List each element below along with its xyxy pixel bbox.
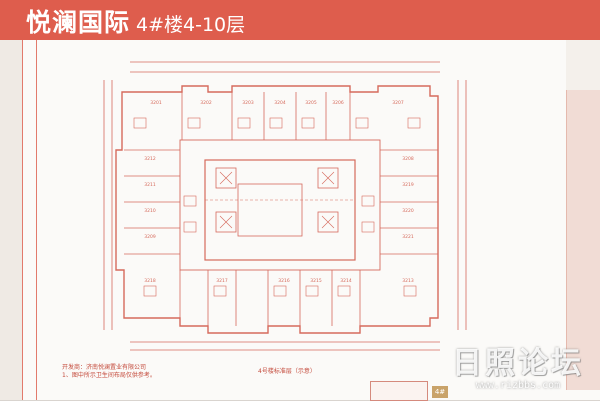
- watermark-url: www.rizbbs.com: [475, 380, 561, 391]
- unit-number-3216: 3216: [278, 278, 290, 284]
- forum-watermark: 日照论坛 www.rizbbs.com: [438, 338, 598, 398]
- footnote-developer: 开发商：济南悦澜置业有限公司: [62, 364, 147, 371]
- unit-number-3208: 3208: [402, 156, 414, 162]
- building-tag: 4#: [432, 386, 448, 398]
- unit-number-3207: 3207: [392, 100, 404, 106]
- unit-number-3213: 3213: [402, 278, 414, 284]
- unit-number-3220: 3220: [402, 208, 414, 214]
- unit-number-3215: 3215: [310, 278, 322, 284]
- unit-number-3206: 3206: [332, 100, 344, 106]
- unit-number-3202: 3202: [200, 100, 212, 106]
- unit-number-3203: 3203: [242, 100, 254, 106]
- right-margin-strip: [566, 40, 600, 90]
- unit-number-3219: 3219: [402, 182, 414, 188]
- unit-labels: 3201 3202 3203 3204 3205 3206 3207 3218 3217 3216…: [144, 100, 414, 284]
- unit-number-3217: 3217: [216, 278, 228, 284]
- unit-number-3214: 3214: [340, 278, 352, 284]
- unit-number-3201: 3201: [150, 100, 162, 106]
- left-margin-strip: [0, 40, 22, 400]
- plan-caption: 4号楼标准层（示意）: [258, 368, 316, 375]
- footnote-note-1: 1、图中所示卫生间布局仅供参考。: [62, 372, 156, 379]
- right-info-panel: [566, 90, 600, 390]
- border-line-inner: [36, 40, 37, 400]
- unit-number-3218: 3218: [144, 278, 156, 284]
- building-floors: 4#楼4-10层: [136, 14, 246, 36]
- unit-number-3212: 3212: [144, 156, 156, 162]
- unit-number-3211: 3211: [144, 182, 156, 188]
- unit-number-3210: 3210: [144, 208, 156, 214]
- watermark-name: 日照论坛: [452, 346, 584, 381]
- unit-number-3205: 3205: [305, 100, 317, 106]
- key-plan-box: [370, 381, 428, 401]
- footnotes: 开发商：济南悦澜置业有限公司 1、图中所示卫生间布局仅供参考。: [62, 364, 362, 380]
- unit-number-3221: 3221: [402, 234, 414, 240]
- border-line-outer: [22, 40, 23, 400]
- project-name: 悦澜国际: [26, 8, 131, 37]
- unit-number-3204: 3204: [274, 100, 286, 106]
- unit-number-3209: 3209: [144, 234, 156, 240]
